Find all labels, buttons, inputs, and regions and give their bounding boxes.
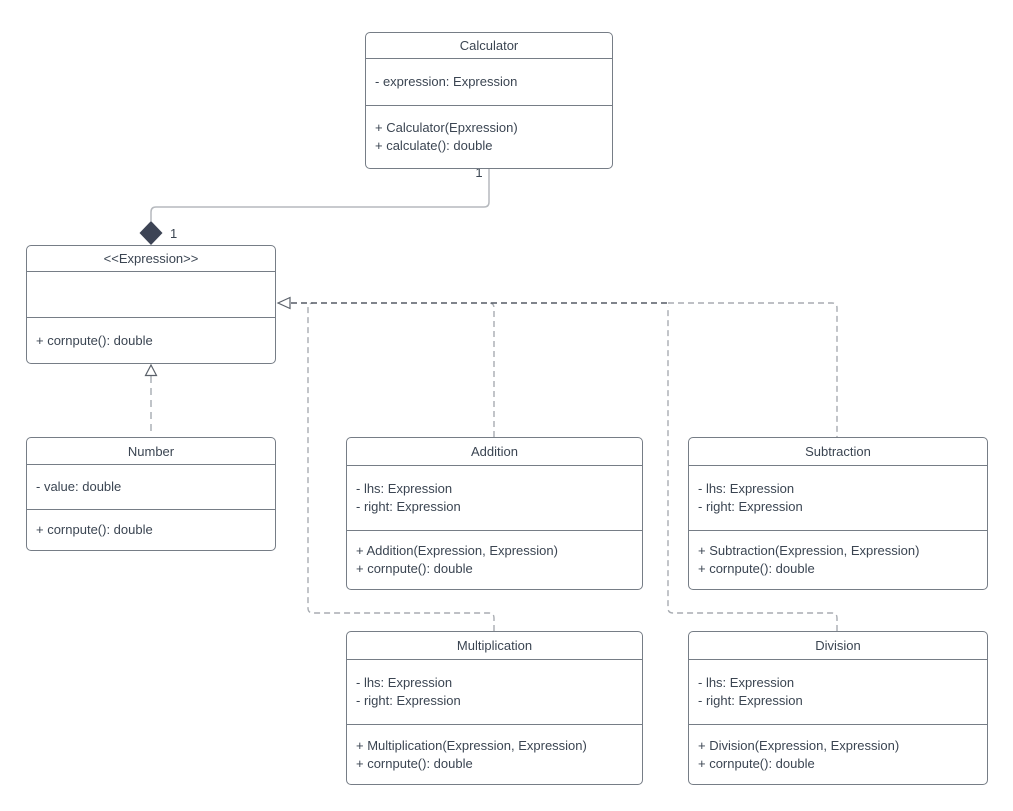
class-expression-title: <<Expression>> <box>27 246 275 272</box>
class-subtraction-methods: + Subtraction(Expression, Expression) + … <box>689 531 987 589</box>
method: + Addition(Expression, Expression) <box>356 543 558 558</box>
attribute: - value: double <box>36 479 122 494</box>
realization-arrow-up-icon <box>144 363 158 377</box>
attribute: - expression: Expression <box>375 74 518 89</box>
class-division[interactable]: Division - lhs: Expression - right: Expr… <box>688 631 988 785</box>
method: + Multiplication(Expression, Expression) <box>356 737 587 753</box>
class-multiplication-title: Multiplication <box>347 632 642 660</box>
attribute: - right: Expression <box>356 693 461 708</box>
class-expression[interactable]: <<Expression>> + cornpute(): double <box>26 245 276 364</box>
class-subtraction-attributes: - lhs: Expression - right: Expression <box>689 466 987 531</box>
class-division-methods: + Division(Expression, Expression) + cor… <box>689 725 987 784</box>
method: + Calculator(Epxression) <box>375 120 518 135</box>
class-expression-attributes <box>27 272 275 318</box>
class-addition-title: Addition <box>347 438 642 466</box>
class-addition-attributes: - lhs: Expression - right: Expression <box>347 466 642 531</box>
method: + calculate(): double <box>375 138 493 153</box>
class-expression-methods: + cornpute(): double <box>27 318 275 363</box>
multiplicity-label-diamond-end: 1 <box>169 226 185 241</box>
method: + cornpute(): double <box>36 332 153 348</box>
attribute: - right: Expression <box>698 693 803 708</box>
class-number[interactable]: Number - value: double + cornpute(): dou… <box>26 437 276 551</box>
realization-edge-addition-expression[interactable] <box>488 302 495 437</box>
realization-edge-division-expression[interactable] <box>667 306 838 631</box>
class-calculator-methods: + Calculator(Epxression) + calculate(): … <box>366 106 612 168</box>
composition-diamond-icon <box>139 221 163 245</box>
attribute: - right: Expression <box>356 499 461 514</box>
attribute: - lhs: Expression <box>356 481 453 496</box>
realization-arrow-left-icon <box>276 296 291 310</box>
class-multiplication-methods: + Multiplication(Expression, Expression)… <box>347 725 642 784</box>
composition-edge-calculator-expression[interactable] <box>150 169 490 221</box>
attribute: - lhs: Expression <box>356 675 453 690</box>
method: + cornpute(): double <box>356 561 473 576</box>
class-number-methods: + cornpute(): double <box>27 510 275 550</box>
attribute: - lhs: Expression <box>698 481 795 496</box>
class-multiplication[interactable]: Multiplication - lhs: Expression - right… <box>346 631 643 785</box>
method: + Division(Expression, Expression) <box>698 737 900 753</box>
method: + cornpute(): double <box>36 522 153 537</box>
method: + cornpute(): double <box>356 755 473 771</box>
class-subtraction[interactable]: Subtraction - lhs: Expression - right: E… <box>688 437 988 590</box>
class-addition-methods: + Addition(Expression, Expression) + cor… <box>347 531 642 589</box>
method: + Subtraction(Expression, Expression) <box>698 543 920 558</box>
attribute: - lhs: Expression <box>698 675 795 690</box>
realization-edge-multiplication-expression[interactable] <box>307 302 495 631</box>
class-addition[interactable]: Addition - lhs: Expression - right: Expr… <box>346 437 643 590</box>
class-subtraction-title: Subtraction <box>689 438 987 466</box>
class-number-title: Number <box>27 438 275 465</box>
method: + cornpute(): double <box>698 561 815 576</box>
class-number-attributes: - value: double <box>27 465 275 510</box>
class-calculator-attributes: - expression: Expression <box>366 59 612 106</box>
class-multiplication-attributes: - lhs: Expression - right: Expression <box>347 660 642 725</box>
class-division-title: Division <box>689 632 987 660</box>
method: + cornpute(): double <box>698 755 815 771</box>
realization-edge-subtraction-expression[interactable] <box>668 302 838 437</box>
class-division-attributes: - lhs: Expression - right: Expression <box>689 660 987 725</box>
class-calculator-title: Calculator <box>366 33 612 59</box>
class-calculator[interactable]: Calculator - expression: Expression + Ca… <box>365 32 613 169</box>
attribute: - right: Expression <box>698 499 803 514</box>
